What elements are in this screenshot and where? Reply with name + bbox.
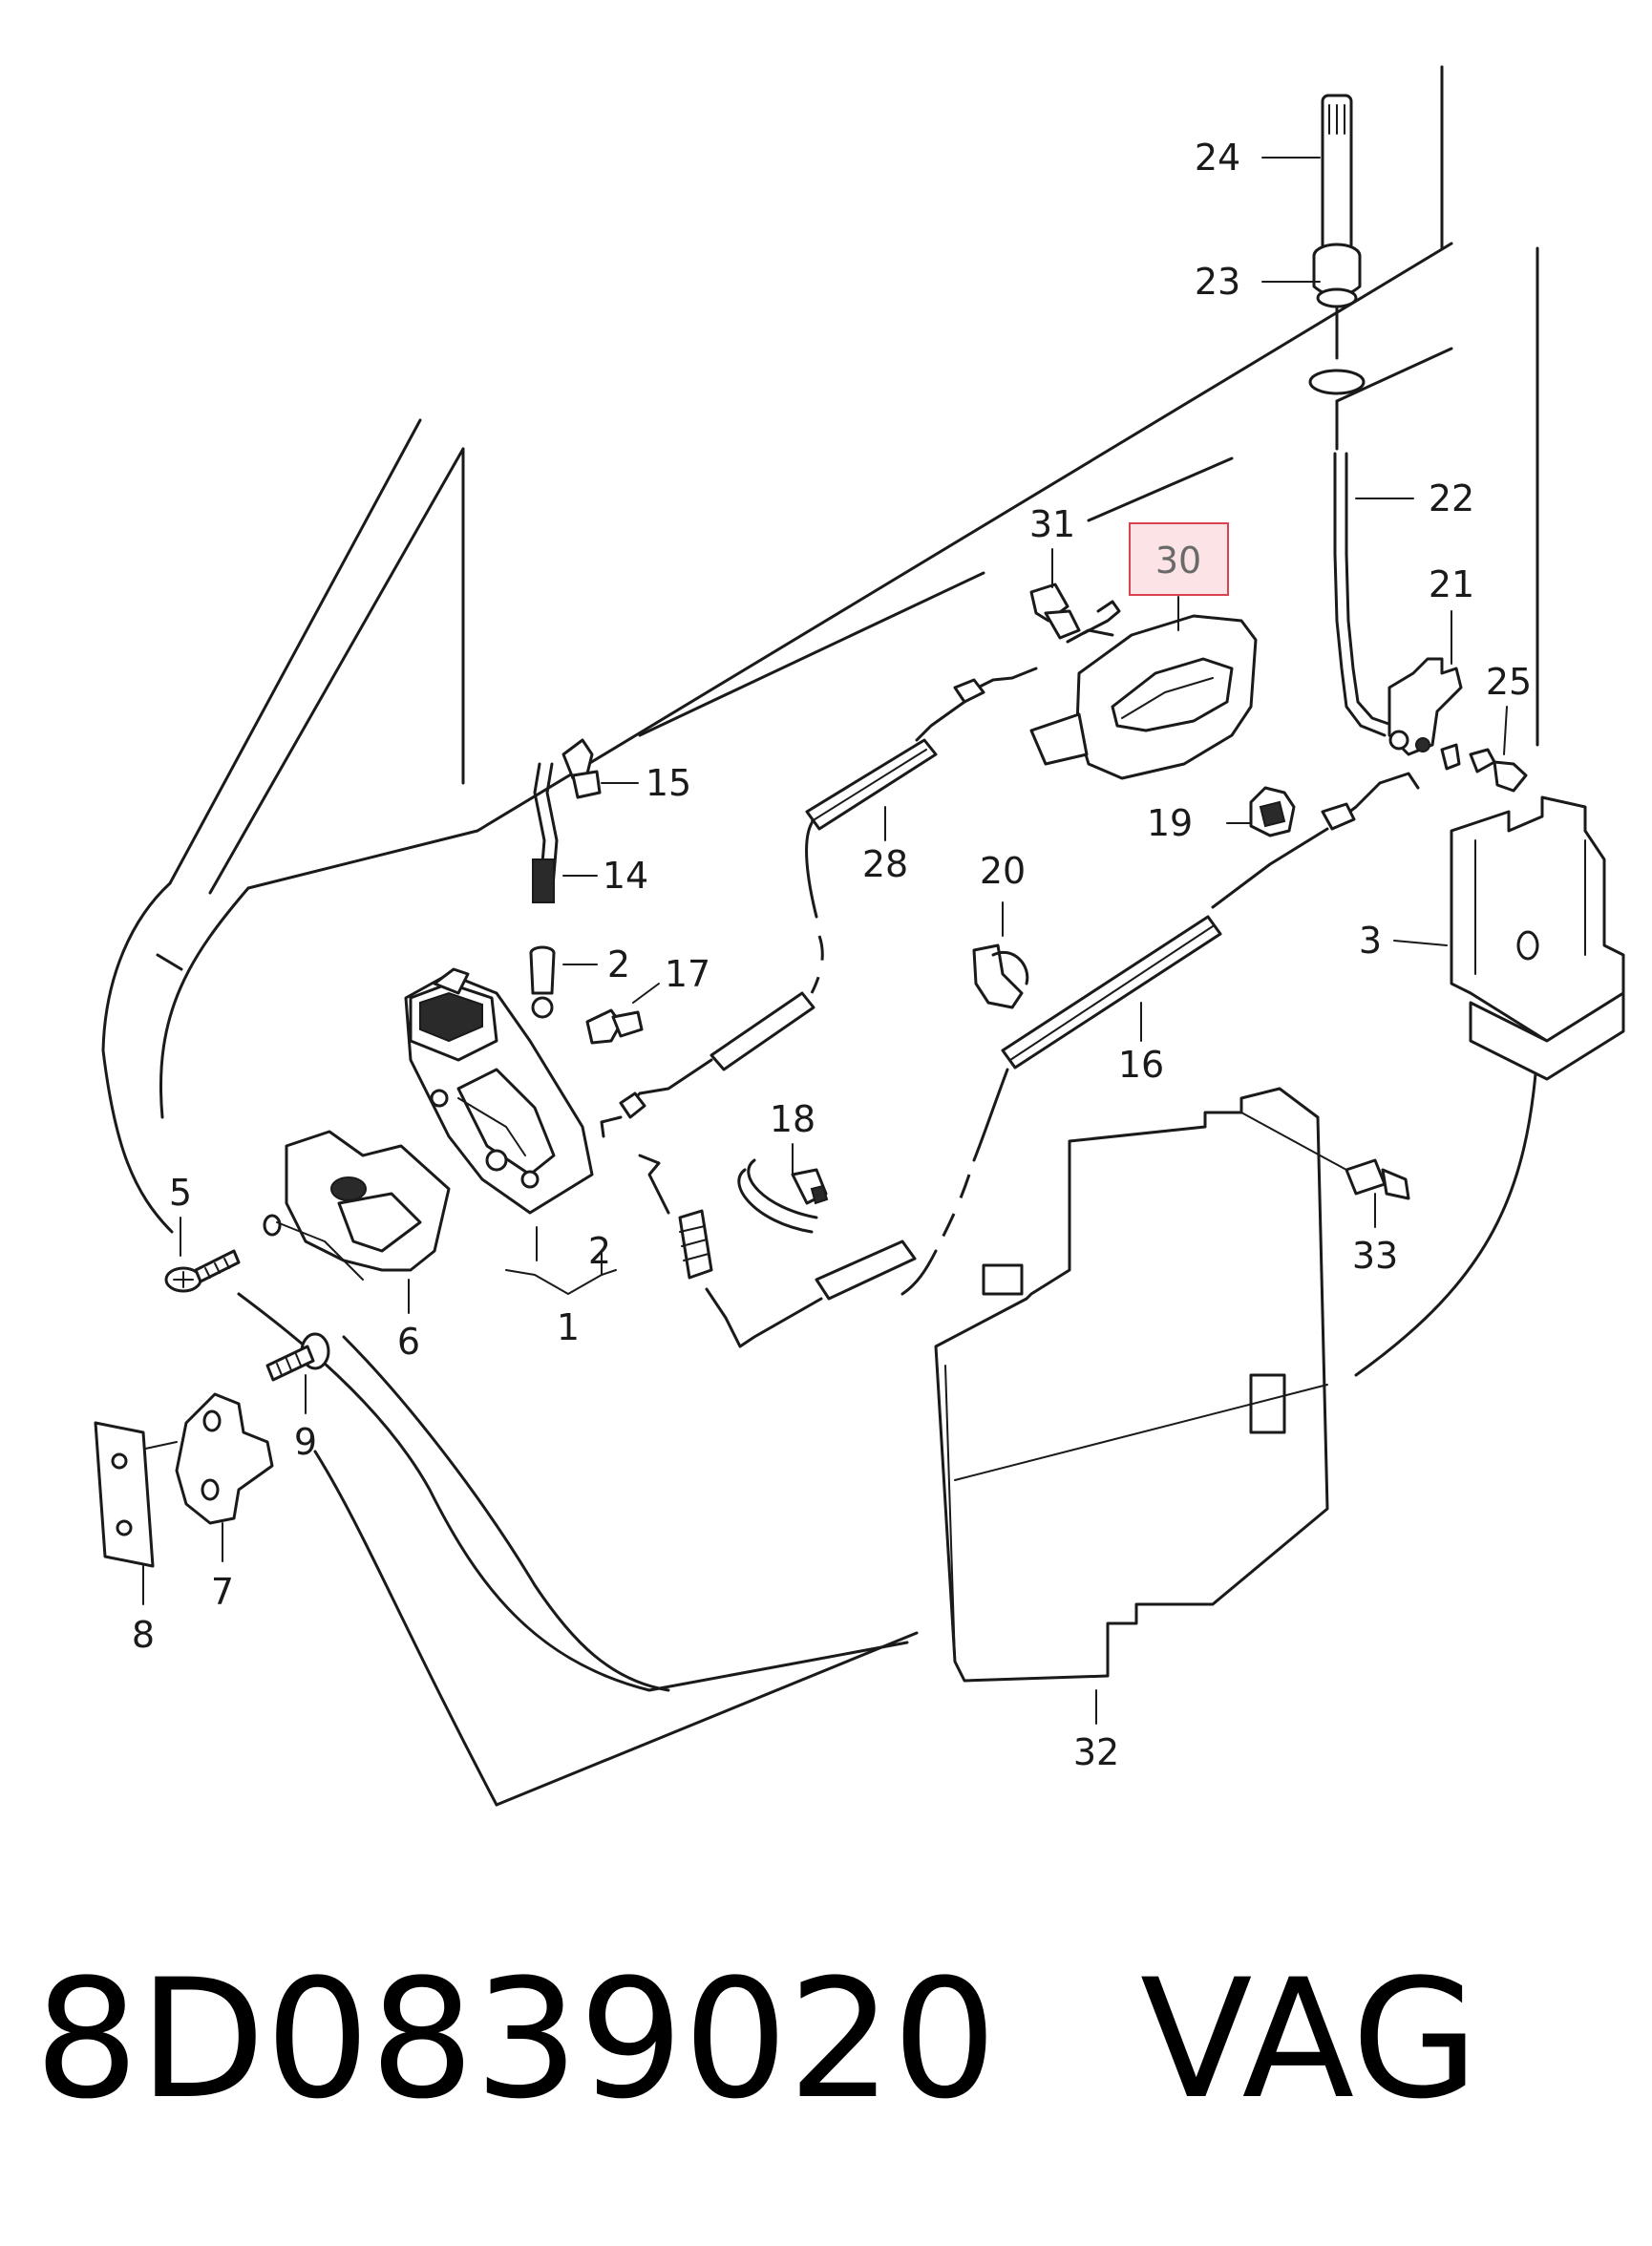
part-14-rod bbox=[532, 762, 559, 903]
part-9-bolt bbox=[265, 1332, 330, 1382]
callout-3: 3 bbox=[1359, 920, 1382, 962]
callout-16: 16 bbox=[1118, 1044, 1164, 1086]
part-7-striker bbox=[109, 1392, 274, 1525]
callout-31: 31 bbox=[1029, 503, 1075, 545]
callout-1: 1 bbox=[557, 1306, 580, 1348]
part-31-clip bbox=[1029, 583, 1081, 640]
callout-21: 21 bbox=[1429, 563, 1474, 605]
caption: 8D0839020 VAG bbox=[34, 1929, 1479, 2149]
highlight-box-30 bbox=[1129, 522, 1229, 596]
callout-7: 7 bbox=[211, 1571, 234, 1613]
part-28-release-cable bbox=[600, 667, 1038, 1138]
callout-33: 33 bbox=[1352, 1235, 1398, 1277]
part-15-rod-clip bbox=[561, 738, 602, 799]
part-22-lock-rod bbox=[1333, 452, 1396, 737]
callout-24: 24 bbox=[1195, 137, 1240, 179]
part-6-striker-plate bbox=[276, 1130, 451, 1281]
callout-9: 9 bbox=[294, 1421, 317, 1463]
part-23-grommet bbox=[1308, 243, 1366, 451]
part-32-trim-cover bbox=[934, 1087, 1329, 1683]
callout-labels: 24 23 22 21 25 31 30 15 14 28 20 19 3 2 … bbox=[132, 137, 1532, 1773]
part-16-release-cable bbox=[638, 772, 1420, 1348]
part-number: 8D0839020 bbox=[34, 1942, 997, 2135]
leader-lines bbox=[142, 157, 1508, 1725]
callout-18: 18 bbox=[770, 1098, 815, 1140]
door-outline bbox=[101, 65, 1539, 1807]
callout-22: 22 bbox=[1429, 477, 1474, 519]
part-21-bracket bbox=[1387, 657, 1463, 771]
callout-20: 20 bbox=[980, 850, 1026, 892]
callout-2-lock: 2 bbox=[588, 1230, 611, 1272]
part-25-clip bbox=[1469, 748, 1528, 793]
callout-2: 2 bbox=[607, 943, 630, 985]
part-3-cover bbox=[1450, 795, 1625, 1081]
part-2-pin bbox=[529, 945, 556, 1019]
callout-23: 23 bbox=[1195, 261, 1240, 303]
callout-30: 30 bbox=[1155, 540, 1201, 582]
part-19-clip bbox=[1249, 786, 1296, 837]
callout-17: 17 bbox=[665, 953, 710, 995]
part-5-screw bbox=[164, 1214, 282, 1293]
callout-28: 28 bbox=[862, 843, 908, 885]
part-17-clip bbox=[585, 1008, 644, 1045]
callout-19: 19 bbox=[1147, 802, 1193, 844]
part-33-push-clip bbox=[1240, 1112, 1410, 1200]
callout-15: 15 bbox=[646, 762, 691, 804]
part-1-door-lock bbox=[404, 967, 594, 1215]
brand: VAG bbox=[1139, 1942, 1479, 2135]
callout-6: 6 bbox=[397, 1321, 420, 1363]
part-30-inner-door-handle bbox=[1029, 600, 1258, 780]
part-20-cable-clip bbox=[972, 943, 1029, 1009]
callout-32: 32 bbox=[1073, 1731, 1119, 1773]
callout-8: 8 bbox=[132, 1614, 155, 1656]
part-8-shim-plate bbox=[94, 1421, 155, 1568]
callout-14: 14 bbox=[603, 855, 648, 897]
part-18-cable-tie bbox=[737, 1158, 829, 1234]
callout-25: 25 bbox=[1486, 661, 1532, 703]
callout-5: 5 bbox=[169, 1172, 192, 1214]
